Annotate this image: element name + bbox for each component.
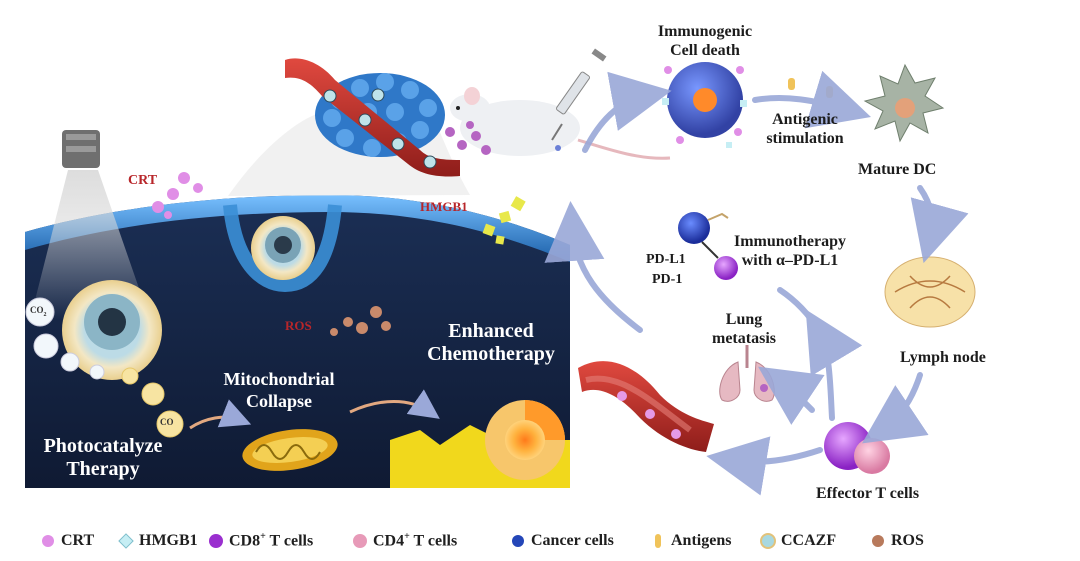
antigenic-label-line1: Antigenic	[772, 111, 838, 128]
legend-label-cd4: CD4+ T cells	[373, 531, 458, 550]
tumor-with-vessel	[228, 58, 470, 196]
injected-particles	[445, 121, 491, 155]
immunotherapy-label: Immunotherapy with α–PD-L1	[720, 232, 860, 270]
hmgb1-squares	[482, 196, 526, 245]
antigen-pellets	[788, 78, 833, 98]
immunotherapy-label-line1: Immunotherapy	[733, 233, 846, 250]
legend-label-ccazf: CCAZF	[781, 532, 837, 549]
legend-item-crt: CRT	[40, 526, 94, 556]
legend-item-cd8: CD8+ T cells	[208, 526, 313, 556]
chemo-label-line1: Enhanced	[448, 320, 534, 342]
crt-icon	[42, 535, 54, 547]
lung-label-line2: metatasis	[712, 330, 776, 347]
lungs	[719, 345, 775, 402]
pd-l1-label: PD-L1	[646, 252, 686, 267]
legend-item-cancer: Cancer cells	[510, 526, 614, 556]
legend-item-hmgb1: HMGB1	[118, 526, 198, 556]
immunotherapy-label-line2: with α–PD-L1	[741, 252, 839, 269]
icd-label-line1: Immunogenic	[657, 23, 753, 40]
photo-label-line1: Photocatalyze	[43, 435, 163, 457]
ros-icon	[872, 535, 884, 547]
pd-1-label: PD-1	[652, 272, 683, 287]
mitochondrion	[242, 429, 338, 471]
co2-subscript: 2	[43, 311, 47, 318]
icd-label-line2: Cell death	[670, 42, 740, 59]
pd-l1-pd1-complex	[678, 212, 738, 280]
chemo-label-line2: Chemotherapy	[427, 343, 555, 365]
cd8-icon	[209, 534, 223, 548]
mito-label-line2: Collapse	[245, 391, 312, 411]
damaged-cancer-cell	[390, 400, 570, 488]
mature-dendritic-cell	[863, 63, 945, 143]
legend-label-hmgb1: HMGB1	[139, 532, 198, 549]
legend-label-antigen: Antigens	[671, 532, 732, 549]
chemotherapy-label: Enhanced Chemotherapy	[416, 320, 566, 366]
co-bubble-label: CO	[160, 417, 174, 427]
lymph-node-label: Lymph node	[900, 349, 986, 366]
co2-bubble-label: CO2	[30, 305, 47, 318]
mito-label-line1: Mitochondrial	[223, 369, 335, 389]
legend-item-ccazf: CCAZF	[760, 526, 836, 556]
ccazf-nanoparticle-endocytosis	[251, 216, 315, 280]
blood-vessel-lower	[578, 361, 714, 452]
icd-label: Immunogenic Cell death	[640, 22, 770, 60]
ccazf-nanoparticle-large	[62, 280, 162, 380]
ros-dots	[330, 306, 391, 336]
co2-co-bubbles	[25, 297, 184, 438]
antigen-icon	[655, 534, 661, 548]
crt-dots	[152, 172, 203, 219]
ccazf-icon	[760, 533, 776, 549]
mitochondrial-collapse-label: Mitochondrial Collapse	[204, 368, 354, 412]
immunogenic-cell-death	[662, 62, 747, 148]
legend-label-cancer: Cancer cells	[531, 532, 614, 549]
lymph-node	[884, 256, 976, 328]
hmgb1-label: HMGB1	[420, 199, 468, 214]
hmgb1-icon	[118, 533, 134, 549]
panel-arrows	[189, 389, 440, 430]
antigenic-stimulation-label: Antigenic stimulation	[750, 110, 860, 148]
cycle-arrows	[544, 70, 969, 496]
photo-label-line2: Therapy	[66, 458, 140, 480]
legend-item-antigen: Antigens	[650, 526, 731, 556]
effector-t-cells	[824, 422, 890, 474]
legend-label-crt: CRT	[61, 532, 95, 549]
legend: CRT HMGB1 CD8+ T cells CD4+ T cells Cancer c…	[0, 526, 1080, 556]
lung-label-line1: Lung	[725, 311, 763, 328]
mature-dc-label: Mature DC	[858, 161, 937, 178]
cancer-icon	[512, 535, 524, 547]
cd4-icon	[353, 534, 367, 548]
effector-t-cells-label: Effector T cells	[816, 485, 920, 502]
legend-item-cd4: CD4+ T cells	[352, 526, 457, 556]
mouse	[450, 87, 671, 160]
legend-label-ros: ROS	[891, 532, 924, 549]
crt-label: CRT	[128, 173, 158, 188]
syringe	[551, 48, 607, 141]
legend-item-ros: ROS	[870, 526, 924, 556]
legend-label-cd8: CD8+ T cells	[229, 531, 314, 550]
photocatalyze-label: Photocatalyze Therapy	[28, 435, 178, 481]
ros-label: ROS	[285, 318, 312, 333]
co2-text: CO	[30, 305, 44, 315]
antigenic-label-line2: stimulation	[766, 130, 844, 147]
lung-metastasis-label: Lung metatasis	[704, 310, 784, 348]
